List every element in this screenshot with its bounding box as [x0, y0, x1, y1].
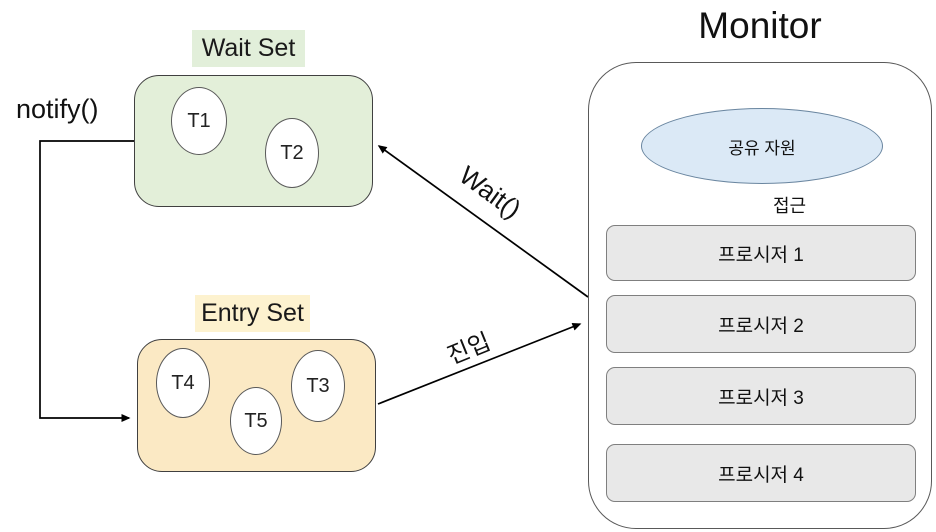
thread-ellipse-t2: T2 [265, 118, 319, 188]
wait-set-title: Wait Set [192, 30, 305, 67]
shared-resource-ellipse: 공유 자원 [641, 108, 883, 184]
wait-set-box [134, 75, 373, 207]
notify-label: notify() [16, 94, 99, 124]
monitor-title: Monitor [698, 5, 822, 46]
thread-ellipse-t1: T1 [171, 87, 227, 155]
thread-ellipse-t5: T5 [230, 387, 282, 455]
notify-arrow [39, 140, 134, 422]
procedure-1-box: 프로시저 1 [606, 225, 916, 281]
access-label: 접근 [773, 196, 807, 216]
procedure-2-box: 프로시저 2 [606, 295, 916, 353]
enter-arrow-label: 진입 [443, 328, 495, 371]
wait-arrow-label: Wait() [453, 159, 527, 225]
procedure-3-box: 프로시저 3 [606, 367, 916, 425]
thread-ellipse-t3: T3 [291, 350, 345, 422]
procedure-4-box: 프로시저 4 [606, 444, 916, 502]
thread-ellipse-t4: T4 [156, 348, 210, 418]
entry-set-title: Entry Set [195, 295, 310, 332]
